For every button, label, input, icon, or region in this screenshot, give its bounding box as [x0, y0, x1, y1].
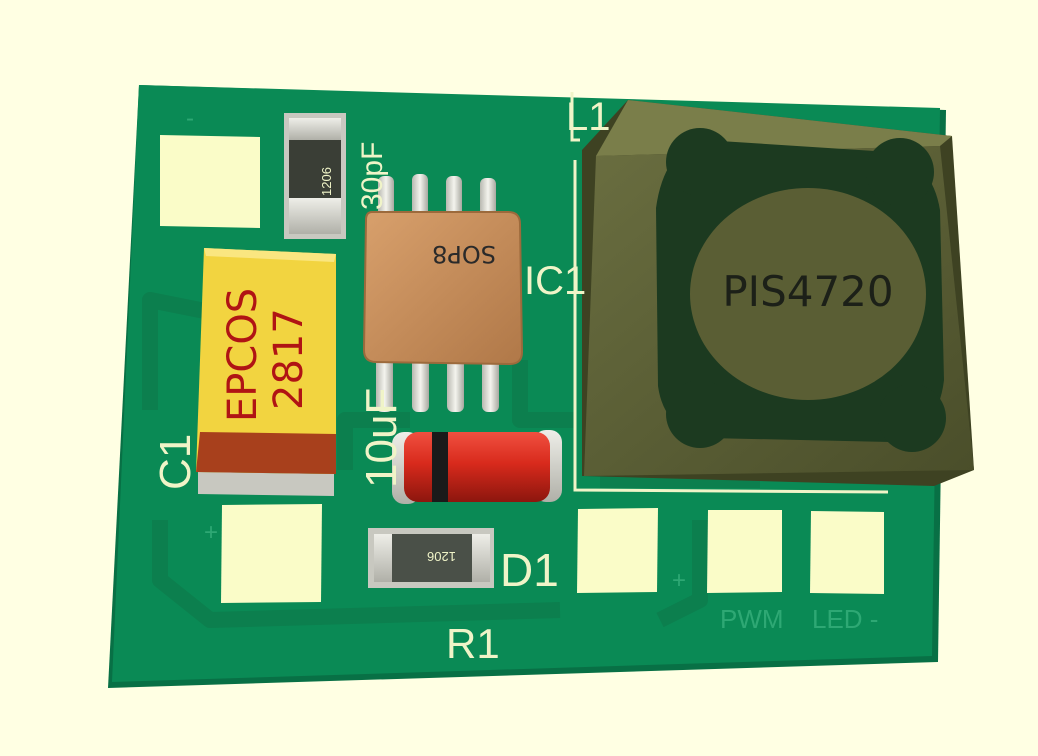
inductor-marking: PIS4720	[722, 267, 893, 316]
ic-sop8: SOP8	[362, 211, 524, 366]
silkscreen-outlines	[570, 92, 889, 494]
label-minus-top: -	[186, 105, 194, 132]
label-l1: L1	[566, 95, 611, 139]
label-pwm: PWM	[720, 604, 784, 634]
label-c1: C1	[151, 434, 200, 490]
label-d1: D1	[500, 544, 559, 596]
label-r1: R1	[446, 620, 500, 667]
label-plus-left: +	[204, 519, 218, 546]
label-cap-top-value: 30pF	[356, 142, 389, 210]
inductor-l1: PIS4720	[582, 100, 974, 486]
capacitor-1206-top: 1206	[284, 113, 346, 239]
ic-pins-bottom	[376, 352, 499, 412]
resistor-top-size: 1206	[319, 167, 334, 196]
pad-top-left	[160, 135, 260, 228]
label-c1-value: 10uF	[357, 388, 406, 488]
pad-d1	[577, 508, 658, 593]
resistor-1206-bottom: 1206	[368, 528, 494, 588]
pad-pwm	[707, 510, 782, 593]
ic-pins-top	[378, 174, 496, 218]
label-ic1: IC1	[524, 259, 586, 303]
pad-led-minus	[810, 511, 884, 594]
pad-bottom-left	[221, 504, 322, 603]
resistor-bottom-size: 1206	[427, 549, 456, 564]
label-led-minus: LED -	[812, 604, 878, 634]
silkscreen-labels: C1 10uF 30pF R1 D1 IC1 L1 + + - PWM LED …	[151, 95, 878, 667]
pads	[160, 135, 884, 603]
tantalum-code: 2817	[266, 308, 312, 410]
tantalum-brand: EPCOS	[220, 288, 266, 422]
label-plus-right: +	[672, 567, 686, 594]
tantalum-capacitor: EPCOS 2817	[196, 248, 336, 496]
ic-package: SOP8	[432, 240, 496, 268]
diode-d1	[392, 430, 562, 504]
